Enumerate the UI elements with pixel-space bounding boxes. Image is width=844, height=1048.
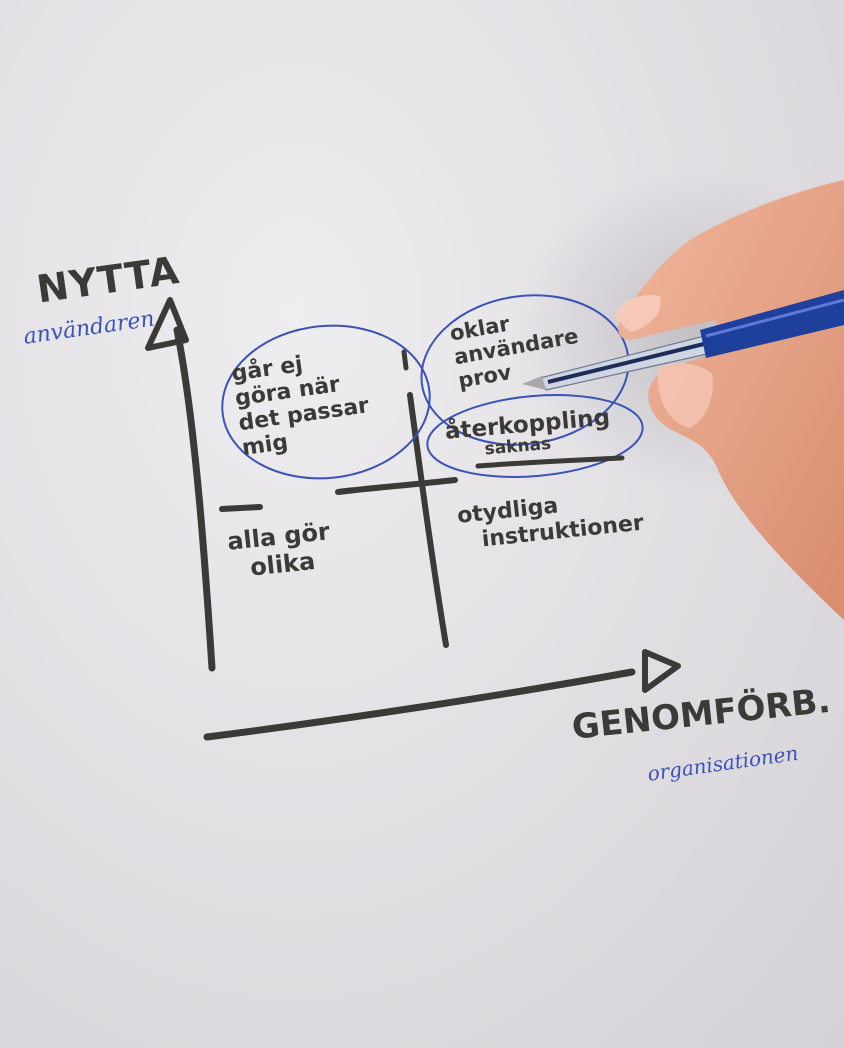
y-axis-line xyxy=(173,326,216,672)
bottom-left-note: alla gör olika xyxy=(226,517,334,583)
quadrant-horizontal-line xyxy=(335,477,458,495)
quadrant-vertical-line xyxy=(407,392,449,648)
circle-feedback xyxy=(426,394,644,478)
x-axis-line xyxy=(203,668,636,741)
pen-barrel-highlight xyxy=(705,298,844,338)
pen-barrel xyxy=(700,290,844,358)
hand xyxy=(618,180,844,620)
quadrant-left-dash xyxy=(219,504,263,512)
x-axis-arrowhead xyxy=(642,649,681,693)
quadrant-vertical-tick xyxy=(401,349,409,371)
pen-refill xyxy=(547,340,713,384)
y-axis-arrowhead xyxy=(145,297,189,351)
circle-top-left xyxy=(221,324,431,480)
pen-tip xyxy=(522,376,546,390)
feedback-underline xyxy=(475,455,625,469)
fingernail xyxy=(614,294,661,332)
top-left-note: går ej göra när det passar mig xyxy=(230,344,374,461)
thumbnail xyxy=(657,363,713,428)
